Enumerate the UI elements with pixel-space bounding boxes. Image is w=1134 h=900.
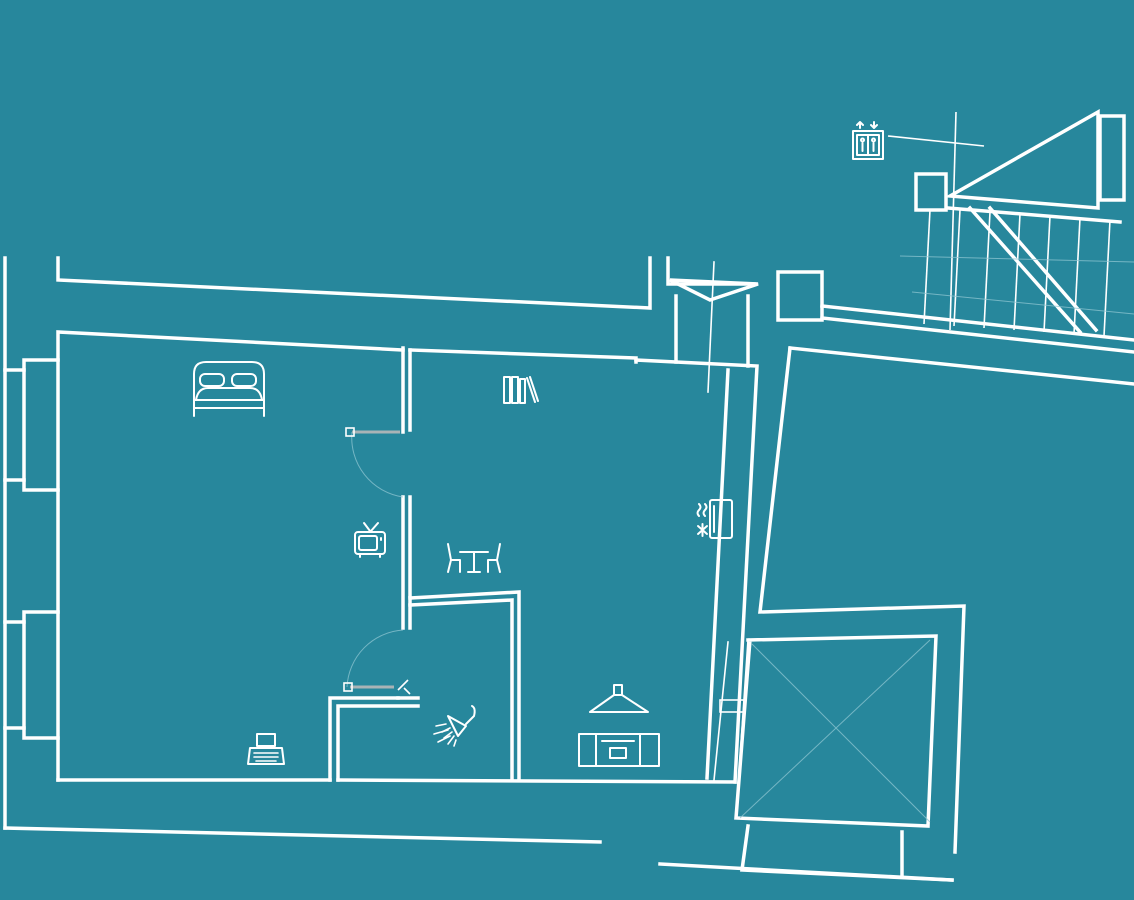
bathroom-door: [343, 629, 411, 695]
kitchen-counter-icon: [578, 733, 660, 767]
dining-table-icon: [447, 543, 501, 573]
bookshelf-icon: [503, 376, 539, 404]
elevator-shaft-cross: [739, 639, 931, 823]
typewriter-icon: [247, 733, 285, 765]
shower-icon: [433, 705, 476, 747]
television-icon: [354, 522, 386, 558]
air-conditioner-icon: [696, 499, 733, 539]
kitchen-hood-icon: [589, 684, 649, 713]
bedroom-door: [345, 427, 404, 498]
staircase: [887, 108, 1134, 337]
stair-landing: [658, 270, 1134, 882]
elevator-icon: [852, 121, 884, 160]
exterior-walls: [3, 256, 737, 844]
double-bed-icon: [193, 361, 265, 417]
duct-shaft: [666, 256, 759, 393]
